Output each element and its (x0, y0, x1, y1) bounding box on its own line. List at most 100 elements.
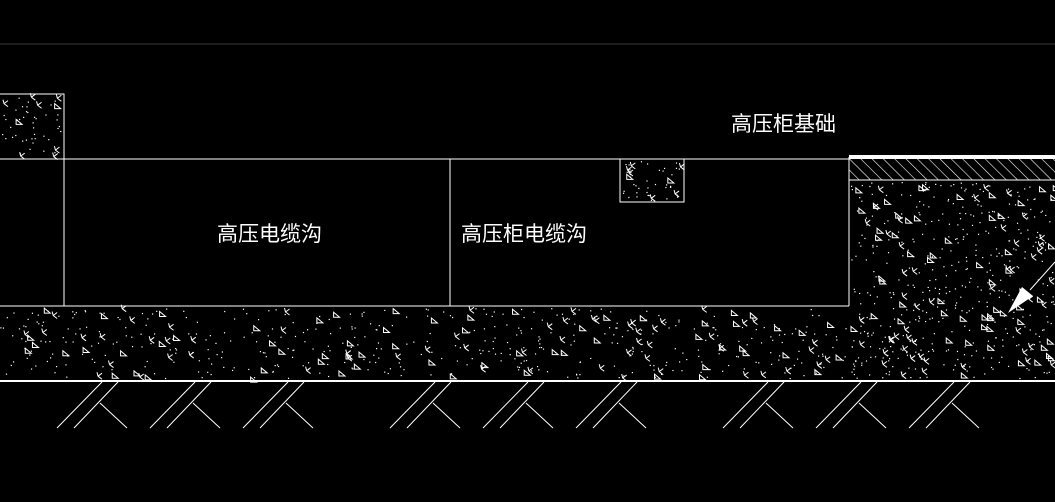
aggregate-mark (938, 321, 940, 323)
aggregate-mark (815, 372, 817, 374)
aggregate-mark (378, 357, 380, 359)
aggregate-mark (874, 356, 877, 358)
aggregate-mark (959, 315, 968, 322)
aggregate-mark (732, 320, 741, 327)
aggregate-mark (613, 365, 616, 367)
aggregate-mark (216, 353, 218, 356)
aggregate-mark (449, 315, 452, 317)
aggregate-mark (35, 365, 37, 367)
aggregate-mark (540, 346, 543, 349)
aggregate-mark (629, 161, 636, 170)
aggregate-mark (172, 338, 174, 340)
aggregate-mark (956, 238, 958, 240)
aggregate-mark (304, 341, 306, 343)
aggregate-mark (897, 231, 900, 233)
aggregate-mark (210, 363, 213, 365)
aggregate-mark (928, 350, 930, 353)
aggregate-mark (11, 136, 14, 138)
aggregate-mark (900, 314, 903, 316)
aggregate-mark (120, 349, 128, 357)
aggregate-mark (956, 350, 959, 353)
aggregate-mark (947, 349, 950, 351)
aggregate-mark (1047, 356, 1049, 358)
aggregate-mark (15, 134, 17, 137)
aggregate-mark (488, 350, 490, 353)
aggregate-mark (573, 340, 575, 342)
aggregate-mark (98, 331, 100, 333)
aggregate-mark (492, 340, 494, 343)
aggregate-mark (327, 345, 329, 347)
aggregate-mark (918, 315, 920, 318)
aggregate-mark (919, 201, 921, 203)
aggregate-mark (654, 376, 657, 378)
aggregate-mark (912, 256, 915, 258)
concrete-fill-base (0, 182, 1055, 383)
aggregate-mark (636, 337, 642, 346)
aggregate-mark (914, 368, 917, 370)
aggregate-mark (13, 312, 15, 314)
aggregate-mark (774, 324, 782, 332)
aggregate-mark (993, 211, 996, 213)
aggregate-mark (943, 364, 945, 366)
aggregate-mark (866, 316, 868, 319)
aggregate-mark (816, 361, 823, 369)
aggregate-mark (810, 308, 812, 311)
aggregate-mark (55, 94, 62, 102)
aggregate-mark (185, 316, 187, 319)
ground-line (0, 380, 1055, 382)
aggregate-mark (616, 342, 619, 344)
aggregate-mark (986, 306, 988, 308)
aggregate-mark (398, 362, 400, 364)
aggregate-mark (378, 325, 380, 327)
aggregate-mark (675, 162, 678, 164)
aggregate-mark (1030, 208, 1032, 211)
aggregate-mark (701, 305, 708, 313)
aggregate-mark (705, 339, 707, 341)
aggregate-mark (938, 293, 940, 295)
aggregate-mark (901, 268, 908, 277)
aggregate-mark (1004, 291, 1007, 293)
aggregate-mark (18, 97, 20, 99)
leader-arrowhead-icon (1008, 287, 1033, 313)
aggregate-mark (509, 348, 511, 350)
aggregate-mark (60, 130, 62, 133)
aggregate-mark (65, 341, 67, 343)
aggregate-mark (34, 138, 36, 140)
aggregate-mark (539, 338, 541, 340)
aggregate-mark (972, 342, 974, 344)
aggregate-mark (327, 375, 330, 378)
aggregate-mark (987, 232, 990, 234)
aggregate-mark (870, 356, 872, 358)
aggregate-mark (976, 261, 984, 269)
aggregate-mark (242, 308, 245, 310)
aggregate-mark (987, 344, 996, 351)
aggregate-mark (741, 326, 744, 329)
aggregate-mark (990, 357, 993, 359)
aggregate-mark (859, 340, 865, 348)
aggregate-mark (905, 333, 912, 342)
aggregate-mark (884, 347, 886, 349)
aggregate-mark (906, 354, 909, 356)
aggregate-mark (392, 307, 401, 315)
aggregate-mark (1052, 296, 1054, 298)
aggregate-mark (500, 352, 502, 355)
aggregate-mark (167, 353, 173, 361)
aggregate-mark (931, 220, 933, 223)
aggregate-mark (931, 256, 933, 258)
aggregate-mark (1010, 194, 1012, 196)
aggregate-mark (981, 323, 989, 331)
aggregate-mark (713, 327, 715, 329)
aggregate-mark (999, 309, 1008, 317)
aggregate-mark (937, 297, 946, 305)
aggregate-mark (897, 215, 903, 224)
aggregate-mark (133, 369, 142, 377)
aggregate-mark (855, 255, 857, 257)
aggregate-mark (897, 317, 906, 325)
aggregate-mark (112, 343, 114, 345)
aggregate-mark (426, 340, 428, 343)
aggregate-mark (760, 342, 763, 344)
aggregate-mark (917, 353, 919, 355)
aggregate-mark (72, 317, 74, 319)
aggregate-mark (306, 329, 309, 331)
